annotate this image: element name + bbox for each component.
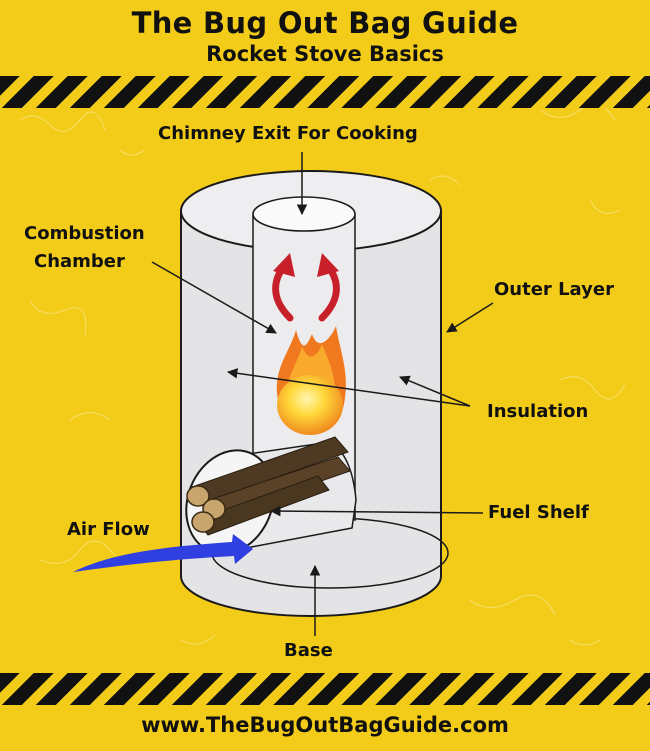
bottom-hazard-stripe <box>0 673 650 705</box>
top-hazard-stripe <box>0 76 650 108</box>
flame-icon <box>276 326 346 435</box>
wood-logs-icon <box>186 436 351 536</box>
page-title: The Bug Out Bag Guide <box>131 6 519 40</box>
label-base: Base <box>284 640 333 661</box>
page-subtitle: Rocket Stove Basics <box>206 42 444 66</box>
label-combustion-line2: Chamber <box>34 251 125 272</box>
air-flow-arrow-icon <box>73 534 253 572</box>
label-outer-layer: Outer Layer <box>494 279 614 300</box>
label-fuel-shelf: Fuel Shelf <box>488 502 589 523</box>
label-air-flow: Air Flow <box>67 519 150 540</box>
label-combustion-line1: Combustion <box>24 223 145 244</box>
label-insulation: Insulation <box>487 401 589 422</box>
footer-url: www.TheBugOutBagGuide.com <box>141 713 509 737</box>
leader-lines <box>151 152 494 636</box>
label-chimney-exit: Chimney Exit For Cooking <box>158 123 418 144</box>
